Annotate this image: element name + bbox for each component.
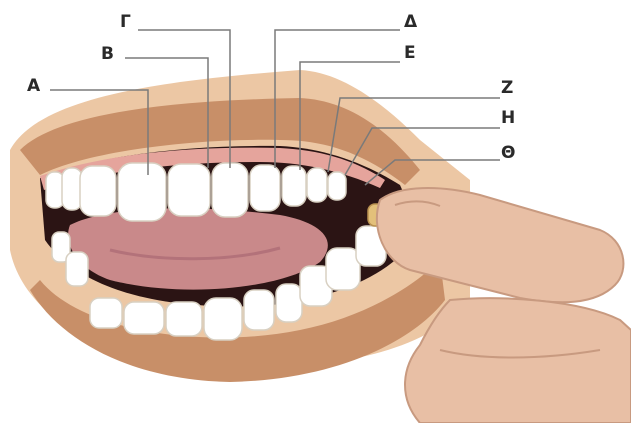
label-H: Η — [501, 110, 515, 127]
label-E: Ε — [404, 45, 416, 62]
hand — [405, 298, 631, 423]
label-B: Β — [101, 46, 114, 63]
label-G: Γ — [120, 14, 131, 31]
label-A: Α — [27, 78, 40, 95]
label-Z: Ζ — [501, 80, 513, 97]
label-D: Δ — [404, 14, 417, 31]
label-TH: Θ — [501, 145, 515, 162]
